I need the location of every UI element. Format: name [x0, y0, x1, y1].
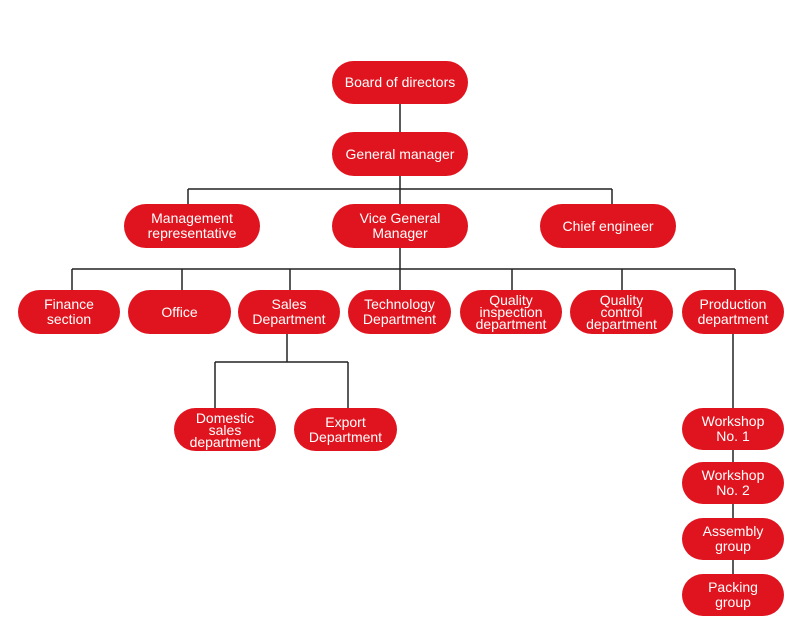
workshop-2-node: Workshop No. 2 [682, 462, 784, 504]
export-department-node: Export Department [294, 408, 397, 451]
assembly-group-node: Assembly group [682, 518, 784, 560]
chief-engineer-node: Chief engineer [540, 204, 676, 248]
production-department-node: Production department [682, 290, 784, 334]
sales-department-node: Sales Department [238, 290, 340, 334]
office-node: Office [128, 290, 231, 334]
workshop-1-node: Workshop No. 1 [682, 408, 784, 450]
quality-inspection-department-node: Quality inspection department [460, 290, 562, 334]
quality-control-department-node: Quality control department [570, 290, 673, 334]
general-manager-node: General manager [332, 132, 468, 176]
domestic-sales-department-node: Domestic sales department [174, 408, 276, 451]
management-representative-node: Management representative [124, 204, 260, 248]
vice-general-manager-node: Vice General Manager [332, 204, 468, 248]
packing-group-node: Packing group [682, 574, 784, 616]
finance-section-node: Finance section [18, 290, 120, 334]
technology-department-node: Technology Department [348, 290, 451, 334]
board-of-directors-node: Board of directors [332, 61, 468, 104]
